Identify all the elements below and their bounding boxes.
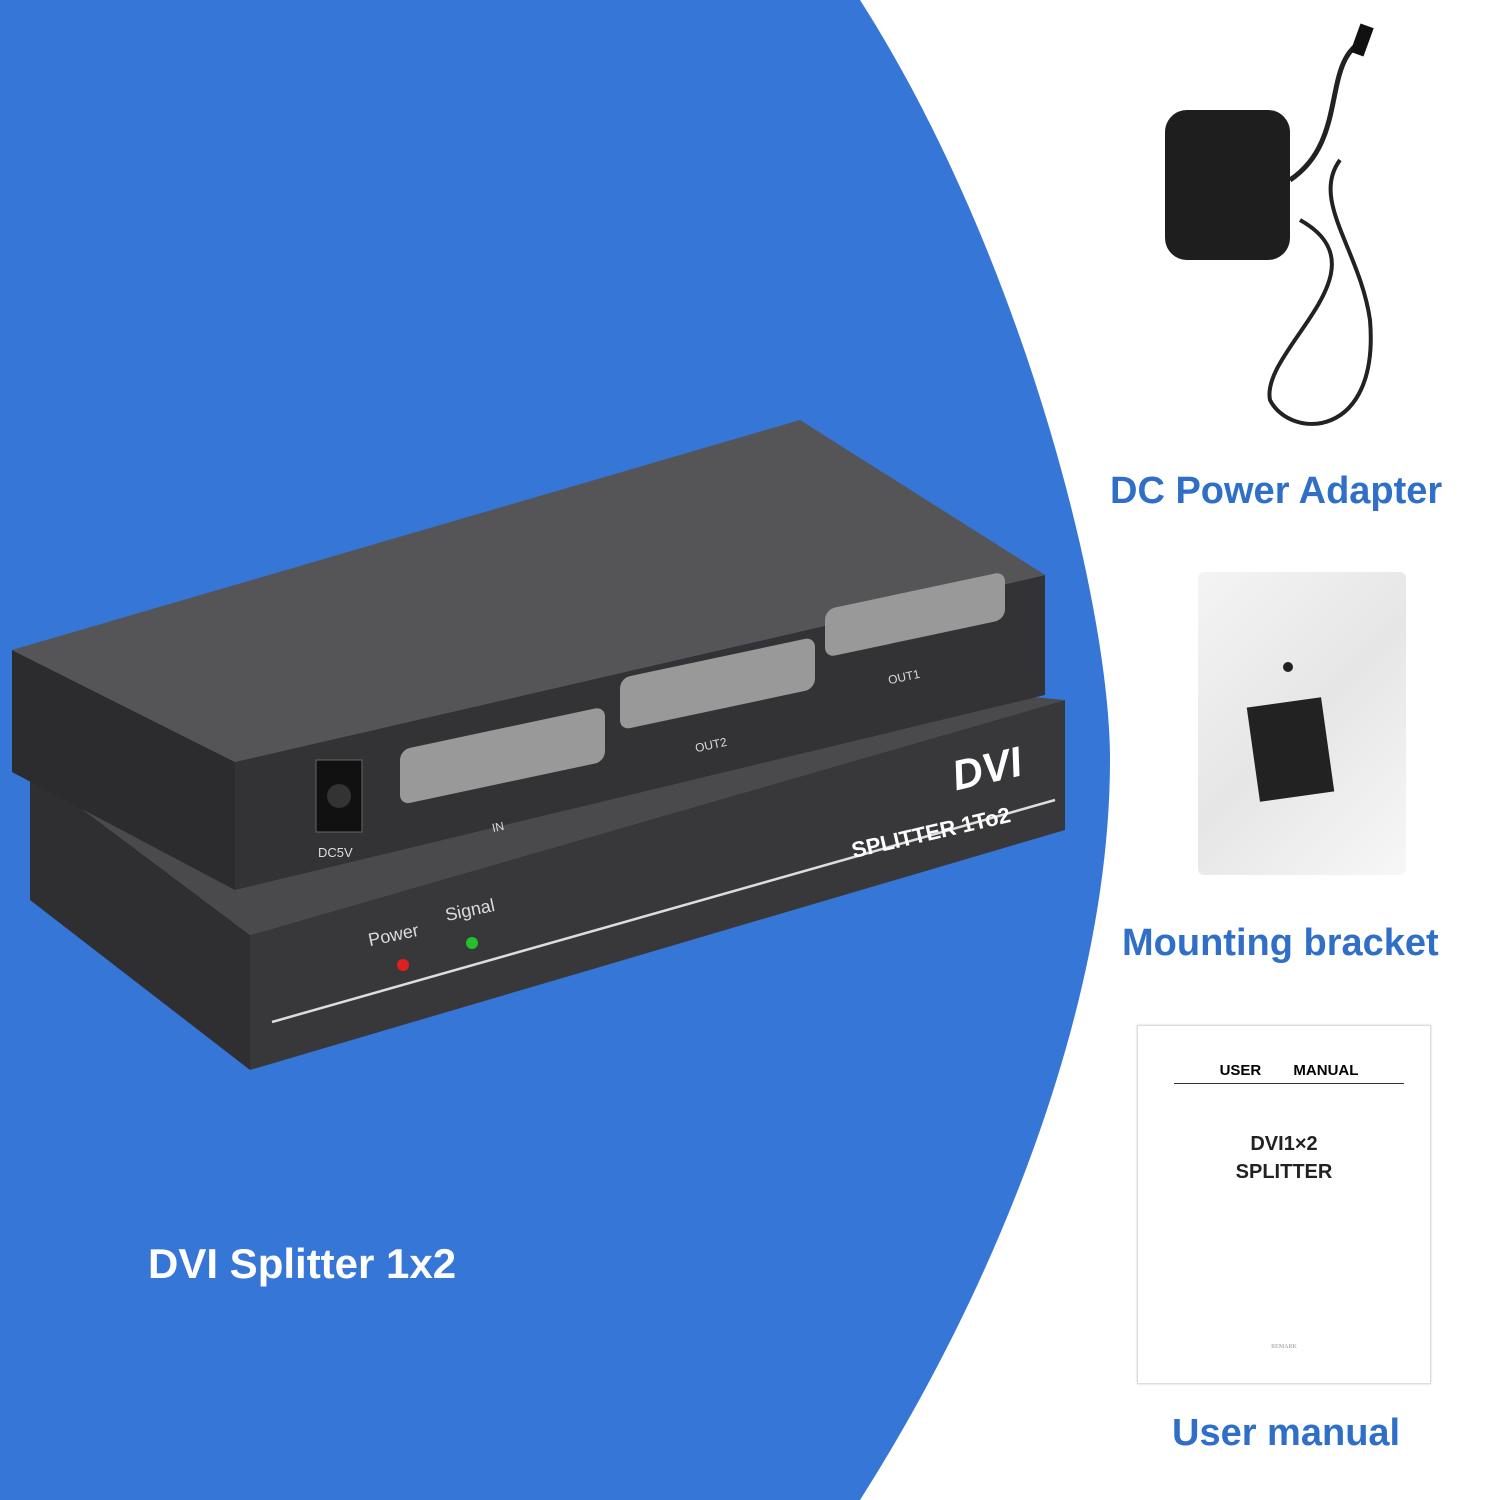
main-product-label: DVI Splitter 1x2 <box>148 1240 457 1287</box>
splitter-top-unit <box>12 420 1045 890</box>
power-led <box>397 959 409 971</box>
adapter-label: DC Power Adapter <box>1110 470 1443 512</box>
dvi-port-in <box>400 708 605 804</box>
dvi-port-out1 <box>825 573 1005 656</box>
bracket-label: Mounting bracket <box>1122 922 1439 964</box>
user-manual-image: USER MANUAL DVI1×2 SPLITTER REMARK <box>1137 1025 1431 1384</box>
dvi-port-out2 <box>620 638 815 729</box>
signal-led <box>466 937 478 949</box>
manual-title-line1: DVI1×2 <box>1250 1133 1318 1155</box>
manual-remark: REMARK <box>1271 1344 1297 1350</box>
power-adapter-image <box>1165 23 1374 426</box>
manual-title-line2: SPLITTER <box>1235 1161 1333 1183</box>
mounting-bracket-image <box>1198 572 1406 875</box>
in-port-label: IN <box>490 818 506 836</box>
manual-header: USER MANUAL <box>1174 1062 1404 1084</box>
manual-label: User manual <box>1172 1412 1401 1454</box>
dc-port-label: DC5V <box>318 845 353 860</box>
